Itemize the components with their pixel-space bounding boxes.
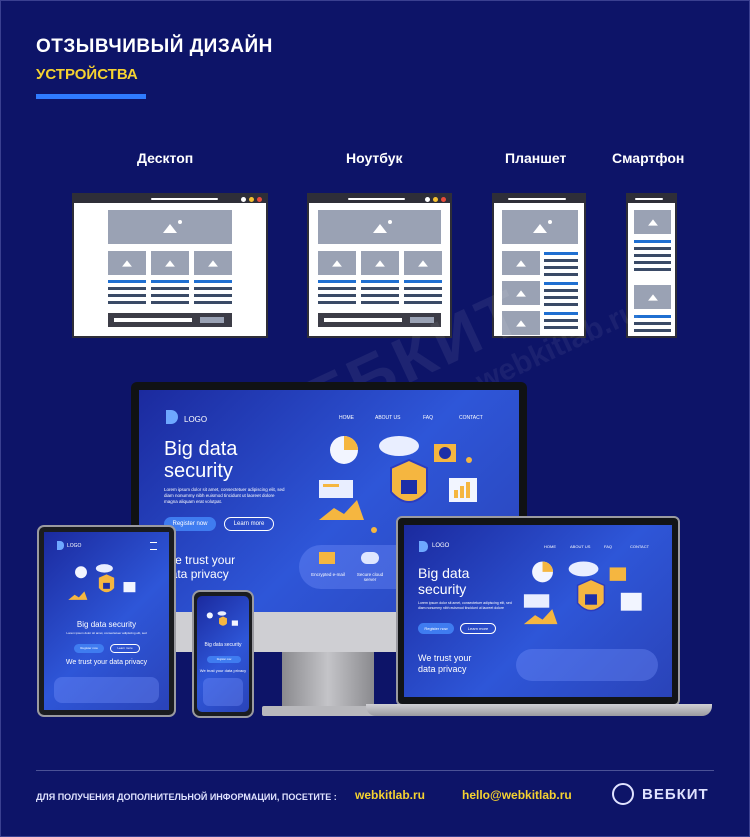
image-placeholder-icon <box>194 251 232 275</box>
nav-faq[interactable]: FAQ <box>604 544 613 549</box>
page-title: ОТЗЫВЧИВЫЙ ДИЗАЙН <box>36 36 273 57</box>
image-placeholder-icon <box>108 210 232 244</box>
cloud-icon <box>361 552 379 564</box>
image-placeholder-icon <box>318 251 356 275</box>
trust-title: We trust your data privacy <box>199 668 247 673</box>
accent-underline <box>36 94 146 99</box>
label-tablet: Планшет <box>505 150 567 166</box>
footer-brand: ВЕБКИТ <box>642 786 709 803</box>
trust-title: We trust your data privacy <box>65 659 148 666</box>
desktop-wireframe <box>72 193 268 338</box>
image-placeholder-icon <box>404 251 442 275</box>
image-placeholder-icon <box>108 251 146 275</box>
image-placeholder-icon <box>318 210 441 244</box>
image-placeholder-icon <box>502 281 540 305</box>
label-desktop: Десктоп <box>137 150 194 166</box>
register-button[interactable]: Register now <box>164 517 216 531</box>
trust-line1: We trust your <box>164 553 236 567</box>
feature-cloud: Secure cloud server <box>356 572 384 582</box>
footer-divider <box>36 770 714 771</box>
learn-more-button[interactable]: Learn more <box>224 517 274 531</box>
tablet-screen: LOGO Big data security Lorem ipsum dolor… <box>44 532 169 710</box>
image-placeholder-icon <box>502 311 540 335</box>
security-illustration <box>68 564 136 600</box>
register-button[interactable]: Register now <box>74 644 104 653</box>
brand-logo-icon <box>612 783 634 805</box>
image-placeholder-icon <box>502 251 540 275</box>
image-placeholder-icon <box>361 251 399 275</box>
hero-title: Big data security <box>76 620 137 629</box>
trust-line2: data privacy <box>418 664 467 674</box>
label-laptop: Ноутбук <box>346 150 403 166</box>
features-bar <box>54 677 159 703</box>
footer-info: ДЛЯ ПОЛУЧЕНИЯ ДОПОЛНИТЕЛЬНОЙ ИНФОРМАЦИИ,… <box>36 792 337 802</box>
nav-contact[interactable]: CONTACT <box>459 415 483 421</box>
image-placeholder-icon <box>151 251 189 275</box>
hero-body: diam nonummy nibh euismod tincidunt ut l… <box>164 493 275 498</box>
hero-body: Lorem ipsum dolor sit amet, consectetuer… <box>418 601 512 605</box>
image-placeholder-icon <box>502 210 578 244</box>
trust-line2: data privacy <box>164 567 229 581</box>
features-bar <box>203 678 243 706</box>
logo-icon <box>166 410 178 424</box>
logo-text: LOGO <box>67 543 82 549</box>
hero-body: magna aliquam erat volutpat. <box>164 499 223 504</box>
register-button[interactable]: Register now <box>418 623 454 634</box>
page-subtitle: УСТРОЙСТВА <box>36 66 138 83</box>
label-smartphone: Смартфон <box>612 150 685 166</box>
logo-icon <box>57 541 64 550</box>
image-placeholder-icon <box>634 285 671 309</box>
image-placeholder-icon <box>634 210 671 234</box>
nav-about[interactable]: ABOUT US <box>375 415 401 421</box>
trust-line1: We trust your <box>418 653 472 663</box>
logo-text: LOGO <box>432 543 450 549</box>
learn-more-button[interactable]: Learn more <box>110 644 140 653</box>
register-button[interactable]: Register now <box>207 656 241 663</box>
hero-title-line2: security <box>418 581 467 597</box>
footer-email-link[interactable]: hello@webkitlab.ru <box>462 788 572 802</box>
mail-icon <box>319 552 335 564</box>
hero-title-line2: security <box>164 460 233 482</box>
laptop-base <box>366 704 712 716</box>
nav-home[interactable]: HOME <box>339 415 354 421</box>
learn-more-button[interactable]: Learn more <box>460 623 496 634</box>
logo-text: LOGO <box>184 415 208 424</box>
hero-title-line1: Big data <box>164 438 238 460</box>
security-illustration <box>319 436 477 533</box>
security-illustration <box>206 611 238 626</box>
laptop-screen: LOGO HOME ABOUT US FAQ CONTACT Big data … <box>404 525 672 697</box>
nav-contact[interactable]: CONTACT <box>630 544 650 549</box>
smartphone-wireframe <box>626 193 677 338</box>
hero-body: diam nonummy nibh euismod tincidunt ut l… <box>418 606 504 610</box>
menu-icon[interactable] <box>150 542 157 550</box>
nav-about[interactable]: ABOUT US <box>570 544 591 549</box>
hero-title: Big data security <box>204 642 242 648</box>
logo-icon <box>419 541 428 552</box>
feature-encrypted: Encrypted e-mail <box>311 572 345 577</box>
nav-home[interactable]: HOME <box>544 544 556 549</box>
hero-body: Lorem ipsum dolor sit amet, consectetuer… <box>164 487 285 492</box>
features-bar <box>516 649 658 681</box>
security-illustration <box>523 561 642 625</box>
footer-site-link[interactable]: webkitlab.ru <box>355 788 426 802</box>
phone-screen: Big data security Register now We trust … <box>197 596 249 712</box>
hero-body: Lorem ipsum dolor sit amet, consectetuer… <box>66 631 147 635</box>
hero-title-line1: Big data <box>418 565 470 581</box>
monitor-base <box>262 706 394 716</box>
nav-faq[interactable]: FAQ <box>423 415 434 421</box>
laptop-wireframe <box>307 193 452 338</box>
tablet-wireframe <box>492 193 586 338</box>
